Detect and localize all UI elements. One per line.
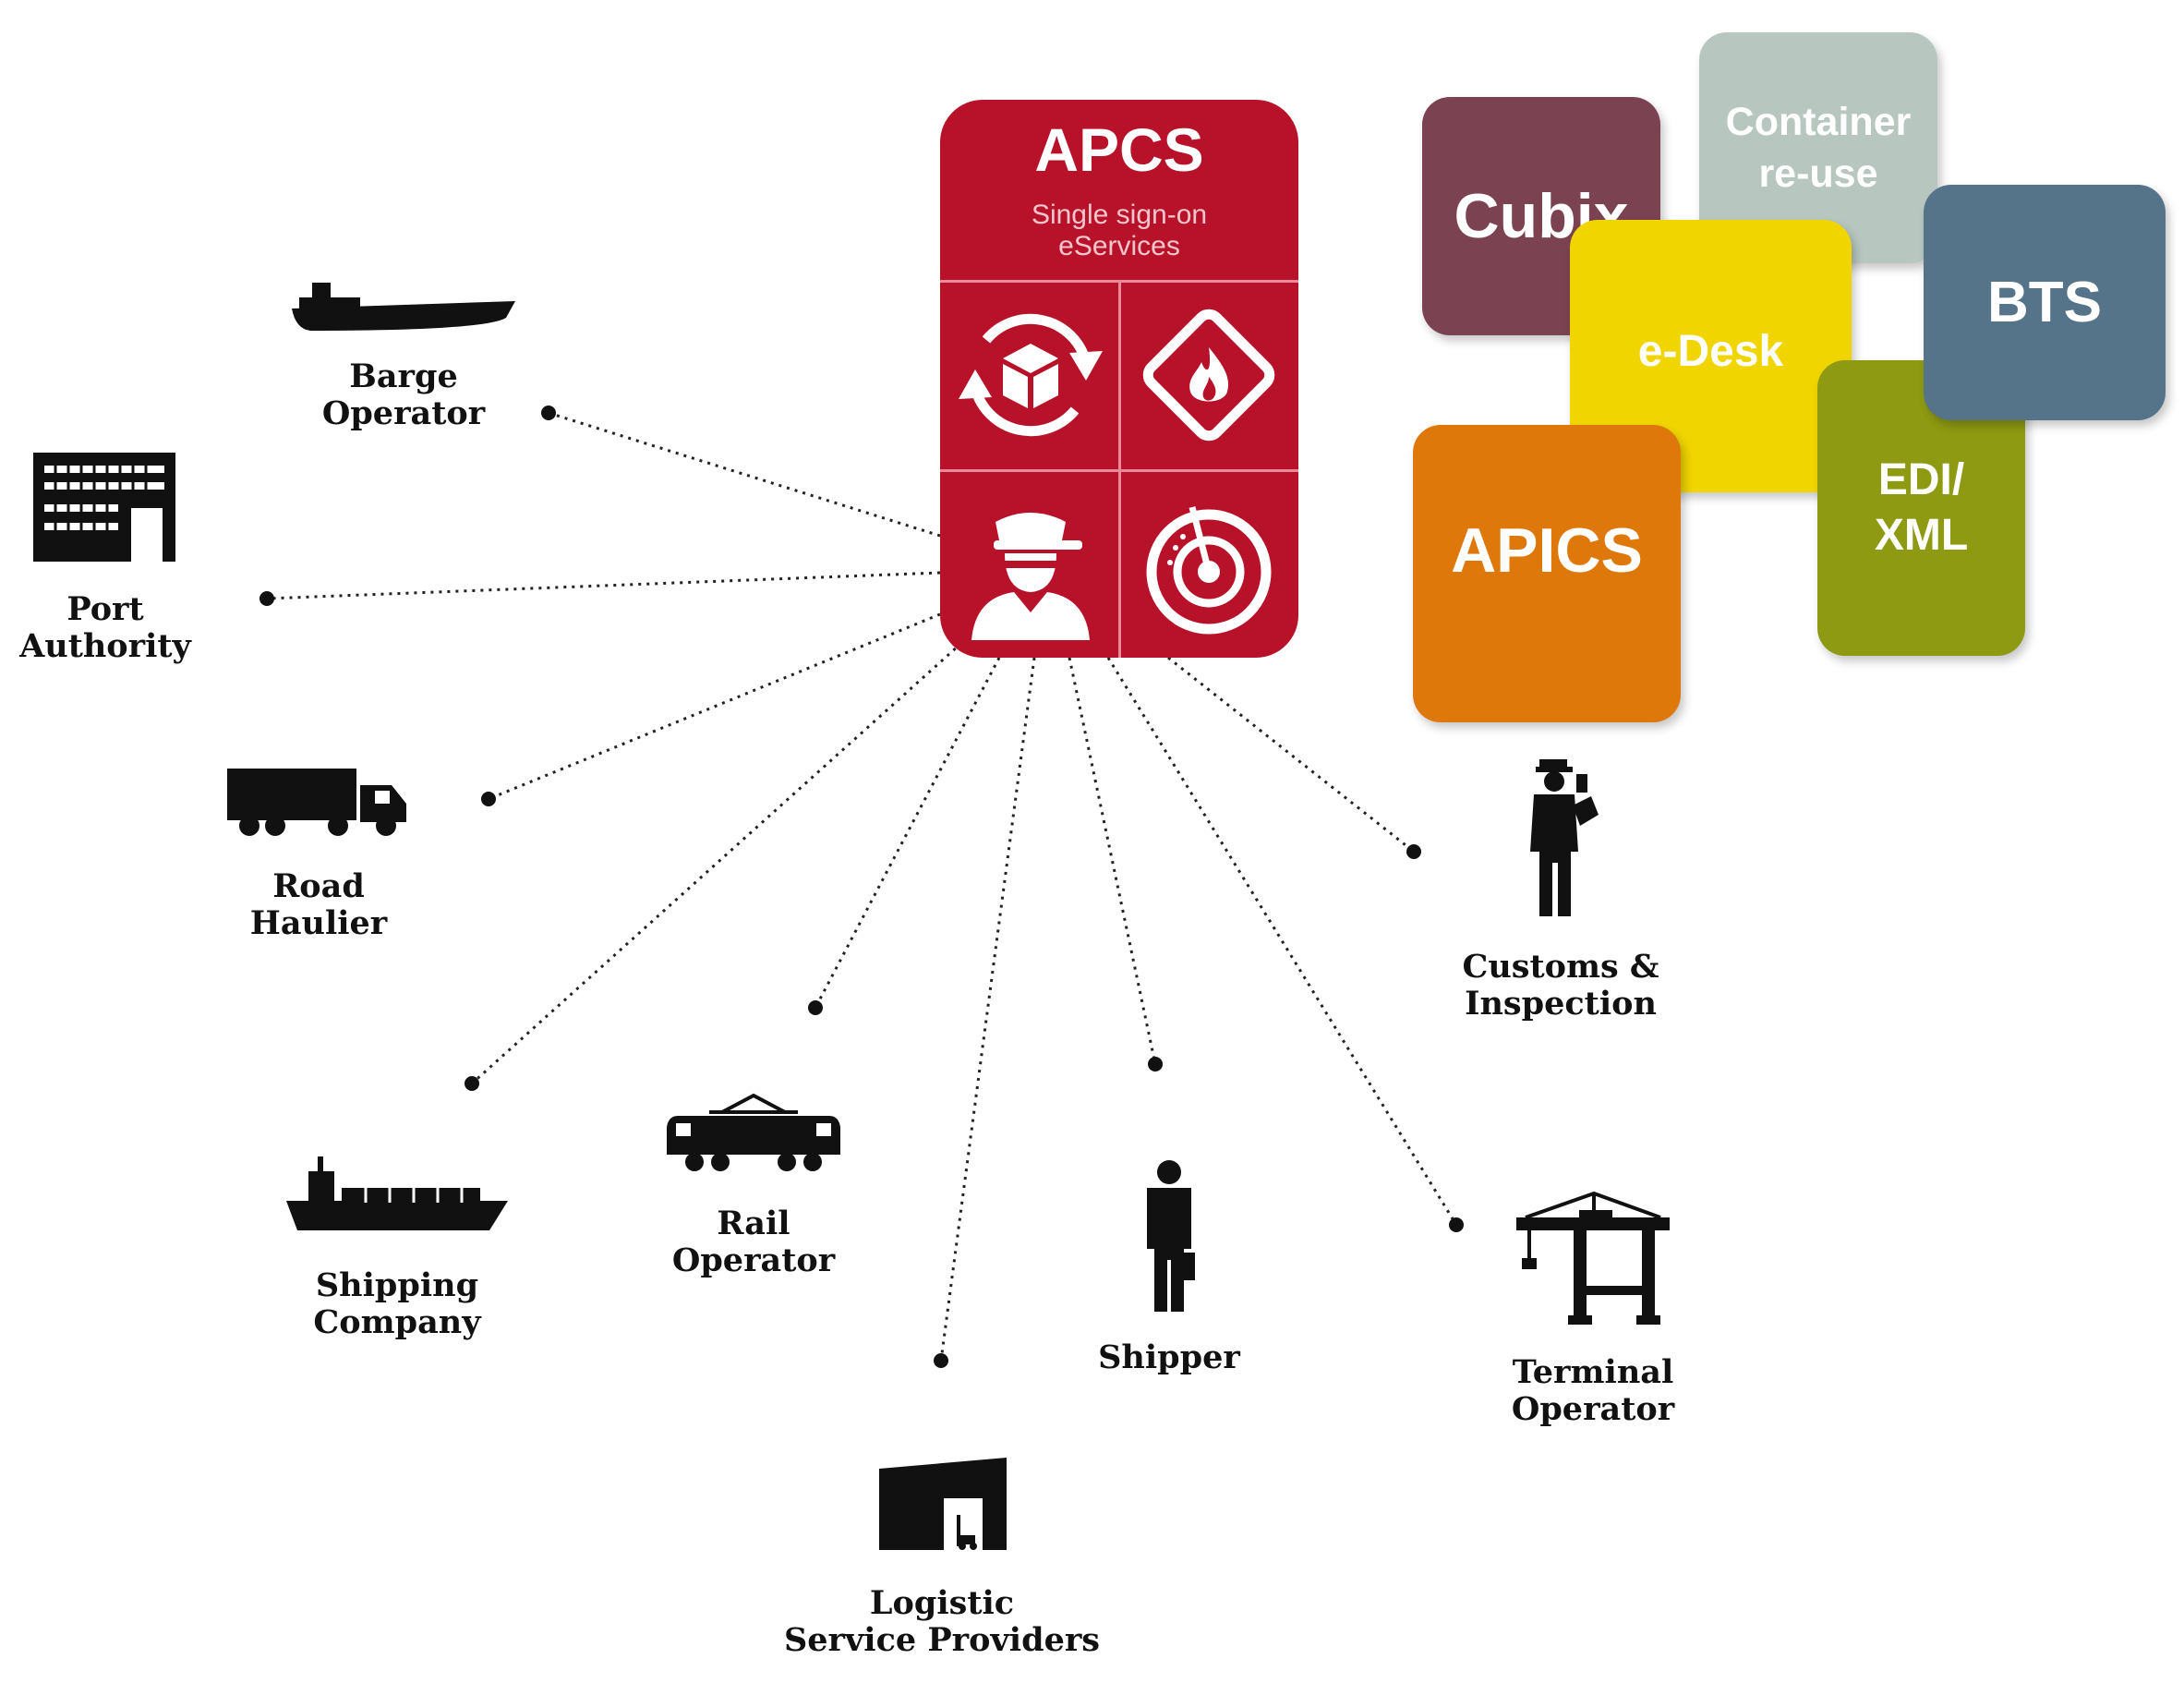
hazard-diamond-icon bbox=[1142, 309, 1275, 442]
connector-dot-rail bbox=[808, 1000, 823, 1015]
actor-label-shipping-company: Shipping Company bbox=[286, 1267, 508, 1341]
road-haulier-line1: Road bbox=[272, 867, 365, 905]
warehouse-icon bbox=[879, 1458, 1007, 1550]
connector-shipping-company bbox=[470, 636, 970, 1085]
connector-logistic bbox=[939, 657, 1036, 1362]
tile-edi-xml-line1: EDI/ bbox=[1877, 455, 1965, 504]
port-authority-line2: Authority bbox=[19, 627, 191, 665]
connector-port-authority bbox=[266, 571, 941, 600]
connector-shipper bbox=[1068, 657, 1157, 1065]
road-haulier-line2: Haulier bbox=[249, 904, 388, 942]
port-authority-line1: Port bbox=[66, 590, 144, 628]
connector-customs bbox=[1167, 656, 1415, 854]
terminal-operator-line2: Operator bbox=[1511, 1390, 1675, 1428]
container-ship-icon bbox=[286, 1156, 508, 1230]
tile-apics[interactable]: APICS bbox=[1413, 425, 1681, 722]
rail-operator-line2: Operator bbox=[671, 1241, 836, 1279]
connector-dot-shipper bbox=[1148, 1057, 1163, 1072]
hub-subtitle-line1: Single sign-on bbox=[1031, 200, 1208, 230]
customs-line2: Inspection bbox=[1465, 985, 1657, 1023]
tile-edi-xml-line2: XML bbox=[1874, 511, 1969, 560]
connector-dot-shipping bbox=[465, 1076, 479, 1091]
customs-line1: Customs & bbox=[1462, 948, 1659, 986]
actor-label-customs-inspection: Customs & Inspection bbox=[1433, 949, 1688, 1023]
barge-operator-line1: Barge bbox=[349, 357, 458, 395]
connector-barge-operator bbox=[548, 411, 941, 538]
tile-bts-label: BTS bbox=[1987, 270, 2102, 334]
connector-rail-operator bbox=[814, 657, 1001, 1009]
tile-container-reuse-line1: Container bbox=[1725, 100, 1912, 144]
connector-dot-road bbox=[481, 792, 496, 806]
container-cycle-icon bbox=[959, 313, 1103, 437]
logistic-line2: Service Providers bbox=[783, 1621, 1100, 1659]
building-icon bbox=[33, 453, 175, 562]
businessman-icon bbox=[1147, 1160, 1195, 1312]
barge-operator-line2: Operator bbox=[321, 394, 486, 432]
truck-icon bbox=[227, 769, 406, 836]
shipping-company-line1: Shipping bbox=[315, 1266, 479, 1304]
connector-dot-port bbox=[259, 591, 274, 606]
actor-label-terminal-operator: Terminal Operator bbox=[1481, 1354, 1705, 1428]
actor-label-rail-operator: Rail Operator bbox=[643, 1205, 864, 1279]
rail-operator-line1: Rail bbox=[717, 1205, 790, 1242]
barge-icon bbox=[292, 283, 515, 331]
officer-icon bbox=[971, 513, 1090, 640]
tile-e-desk-label: e-Desk bbox=[1637, 327, 1784, 376]
connector-dot-terminal bbox=[1449, 1217, 1464, 1232]
tile-apics-label: APICS bbox=[1451, 515, 1643, 586]
terminal-operator-line1: Terminal bbox=[1512, 1353, 1674, 1391]
hub-title: APCS bbox=[1034, 115, 1204, 184]
connector-dot-logistic bbox=[934, 1353, 948, 1368]
connector-road-haulier bbox=[488, 612, 941, 801]
connector-dot-barge bbox=[541, 406, 556, 420]
actor-label-logistic-service-providers: Logistic Service Providers bbox=[766, 1585, 1117, 1659]
customs-officer-icon bbox=[1530, 759, 1599, 916]
actor-label-port-authority: Port Authority bbox=[0, 591, 211, 665]
shipping-company-line2: Company bbox=[313, 1303, 481, 1341]
locomotive-icon bbox=[667, 1093, 840, 1171]
tile-container-reuse-line2: re-use bbox=[1758, 151, 1878, 196]
connector-dot-customs bbox=[1406, 844, 1421, 859]
logistic-line1: Logistic bbox=[869, 1584, 1015, 1622]
apcs-hub[interactable]: APCS Single sign-on eServices bbox=[940, 100, 1298, 658]
hub-subtitle-line2: eServices bbox=[1058, 231, 1180, 261]
shipper-line1: Shipper bbox=[1098, 1338, 1240, 1376]
radar-icon bbox=[1146, 506, 1272, 635]
gantry-crane-icon bbox=[1516, 1192, 1670, 1325]
connector-terminal-operator bbox=[1106, 657, 1458, 1226]
actor-label-shipper: Shipper bbox=[1062, 1339, 1276, 1376]
hub-divider-vertical bbox=[1118, 280, 1121, 658]
hub-subtitle: Single sign-on eServices bbox=[940, 200, 1298, 262]
actor-label-barge-operator: Barge Operator bbox=[289, 358, 518, 432]
actor-label-road-haulier: Road Haulier bbox=[211, 868, 427, 942]
tile-bts[interactable]: BTS bbox=[1924, 185, 2166, 420]
